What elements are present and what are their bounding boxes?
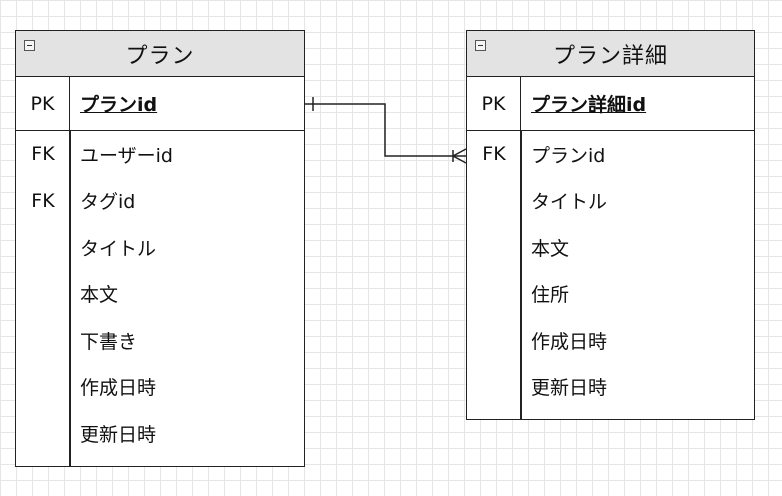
attribute-row[interactable]: タイトル: [16, 224, 304, 271]
entity-plan-title: プラン: [125, 43, 195, 69]
attribute-row[interactable]: 作成日時: [467, 317, 754, 364]
attribute-name: タグid: [80, 191, 136, 214]
attribute-row[interactable]: 本文: [467, 224, 754, 271]
collapse-icon[interactable]: [475, 40, 486, 51]
attribute-name: 作成日時: [80, 377, 157, 400]
crowfoot-lower: [452, 155, 467, 164]
attribute-name: タイトル: [80, 237, 157, 260]
column-divider: [69, 131, 71, 467]
fk-label: FK: [482, 143, 506, 166]
fk-label: FK: [31, 143, 55, 166]
attribute-name: 更新日時: [80, 423, 157, 446]
attribute-row[interactable]: 更新日時: [467, 364, 754, 411]
attribute-name: 本文: [531, 237, 570, 260]
attribute-name: 本文: [80, 284, 119, 307]
attribute-name: 下書き: [80, 330, 138, 353]
pk-label: PK: [467, 77, 521, 130]
attribute-row[interactable]: 住所: [467, 271, 754, 318]
entity-plan-detail-title: プラン詳細: [552, 43, 668, 69]
relationship-line[interactable]: [305, 103, 466, 157]
attribute-name: タイトル: [531, 191, 608, 214]
column-divider: [520, 131, 522, 420]
attribute-row[interactable]: FK タグid: [16, 178, 304, 225]
attribute-name: 住所: [531, 284, 570, 307]
attribute-row[interactable]: 本文: [16, 271, 304, 318]
attribute-row[interactable]: 下書き: [16, 317, 304, 364]
collapse-icon[interactable]: [24, 40, 35, 51]
pk-attribute: プラン詳細id: [531, 94, 647, 116]
entity-plan-detail[interactable]: プラン詳細 PK プラン詳細id FK プランid タイトル 本文 住所 作成日…: [466, 30, 755, 420]
attribute-row[interactable]: 更新日時: [16, 410, 304, 457]
entity-plan-header[interactable]: プラン: [16, 31, 304, 77]
entity-plan-detail-attributes: FK プランid タイトル 本文 住所 作成日時 更新日時: [467, 131, 754, 420]
entity-plan-detail-header[interactable]: プラン詳細: [467, 31, 754, 77]
entity-plan-pk-row[interactable]: PK プランid: [16, 77, 304, 131]
attribute-row[interactable]: タイトル: [467, 178, 754, 225]
entity-plan-detail-pk-row[interactable]: PK プラン詳細id: [467, 77, 754, 131]
pk-label: PK: [16, 77, 70, 130]
attribute-name: ユーザーid: [80, 144, 173, 167]
crowfoot-upper: [452, 148, 467, 157]
fk-label: FK: [31, 189, 55, 212]
attribute-name: プランid: [531, 144, 606, 167]
pk-attribute: プランid: [80, 94, 158, 116]
attribute-row[interactable]: FK ユーザーid: [16, 131, 304, 178]
attribute-row[interactable]: FK プランid: [467, 131, 754, 178]
entity-plan-attributes: FK ユーザーid FK タグid タイトル 本文 下書き 作成日時 更新日時: [16, 131, 304, 467]
entity-plan[interactable]: プラン PK プランid FK ユーザーid FK タグid タイトル 本文 下…: [15, 30, 305, 467]
attribute-row[interactable]: 作成日時: [16, 364, 304, 411]
attribute-name: 更新日時: [531, 377, 608, 400]
attribute-name: 作成日時: [531, 330, 608, 353]
